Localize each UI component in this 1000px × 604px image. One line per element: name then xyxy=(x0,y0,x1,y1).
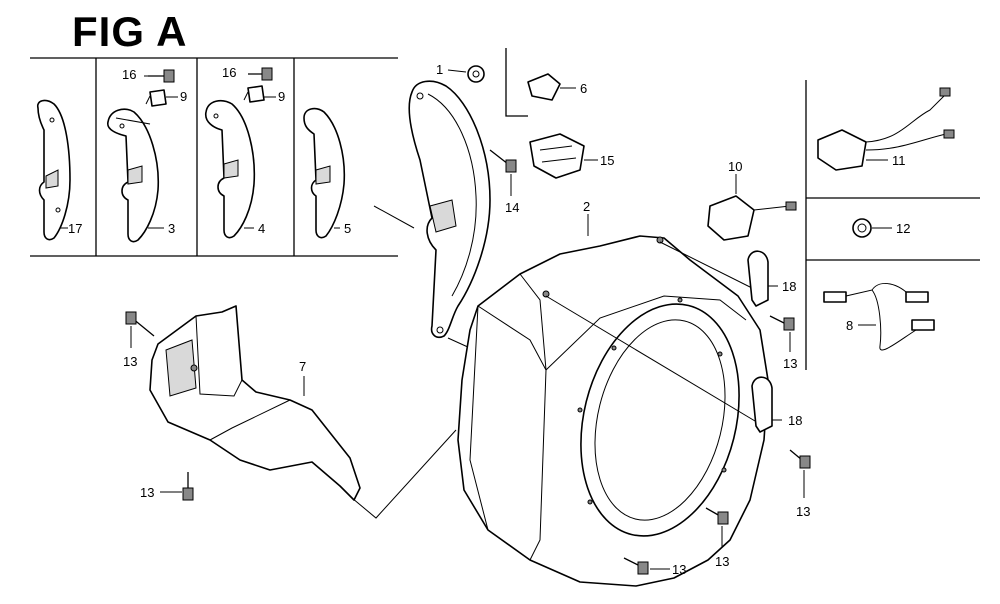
right-panel xyxy=(805,80,980,370)
callout-16-left: 16 xyxy=(122,67,136,82)
callout-18-upper: 18 xyxy=(782,279,796,294)
part-15-bracket xyxy=(529,133,585,179)
part-2-fan-shroud xyxy=(457,235,769,587)
callout-1: 1 xyxy=(436,62,443,77)
callout-12: 12 xyxy=(896,221,910,236)
callout-10: 10 xyxy=(728,159,742,174)
callout-11: 11 xyxy=(892,153,906,168)
screw-13-right-upper xyxy=(769,315,795,331)
screw-13-bottom-left xyxy=(623,557,649,575)
callout-15: 15 xyxy=(600,153,614,168)
screw-13-bottom-center xyxy=(705,507,729,525)
part-11-switch xyxy=(817,87,955,171)
part-18-clip-upper xyxy=(747,250,769,307)
callout-17: 17 xyxy=(68,221,82,236)
screw-16-right xyxy=(248,67,273,81)
clip-9-right xyxy=(243,85,265,103)
variant-panel xyxy=(30,57,398,257)
callout-14: 14 xyxy=(505,200,519,215)
figure-title: FIG A xyxy=(72,8,188,55)
callout-5: 5 xyxy=(344,221,351,236)
part-14-screw xyxy=(489,149,517,173)
callout-13-right-lower: 13 xyxy=(796,504,810,519)
part-5-shroud-plate xyxy=(303,107,346,239)
callout-18-lower: 18 xyxy=(788,413,802,428)
part-1-grommet xyxy=(467,65,485,83)
part-18-clip-lower xyxy=(751,376,773,433)
callout-13-left-lower: 13 xyxy=(140,485,154,500)
part-7-bracket xyxy=(149,305,361,501)
part-17-shroud-plate xyxy=(36,99,71,241)
callout-13-left-upper: 13 xyxy=(123,354,137,369)
callout-8: 8 xyxy=(846,318,853,333)
part-4-shroud-plate xyxy=(204,99,256,239)
part-8-wire-harness xyxy=(823,282,935,351)
callout-13-right-upper: 13 xyxy=(783,356,797,371)
callout-13-bottom-left: 13 xyxy=(672,562,686,577)
callout-4: 4 xyxy=(258,221,265,236)
callout-7: 7 xyxy=(299,359,306,374)
callout-9-right: 9 xyxy=(278,89,285,104)
part-3-shroud-plate xyxy=(107,108,160,243)
callout-9-left: 9 xyxy=(180,89,187,104)
screw-16-left xyxy=(144,69,175,83)
callout-3: 3 xyxy=(168,221,175,236)
part-10-sensor xyxy=(707,195,797,241)
callout-16-right: 16 xyxy=(222,65,236,80)
part-6-box xyxy=(505,48,528,117)
callout-2: 2 xyxy=(583,199,590,214)
screw-13-left-upper xyxy=(125,311,155,337)
callout-13-bottom-center: 13 xyxy=(715,554,729,569)
clip-9-left xyxy=(145,89,167,107)
screw-13-right-lower xyxy=(789,449,811,469)
upper-shroud-plate xyxy=(408,80,491,339)
part-12-grommet xyxy=(852,218,872,238)
screw-13-left-lower xyxy=(182,472,194,501)
part-6-clip xyxy=(527,73,561,101)
callout-6: 6 xyxy=(580,81,587,96)
